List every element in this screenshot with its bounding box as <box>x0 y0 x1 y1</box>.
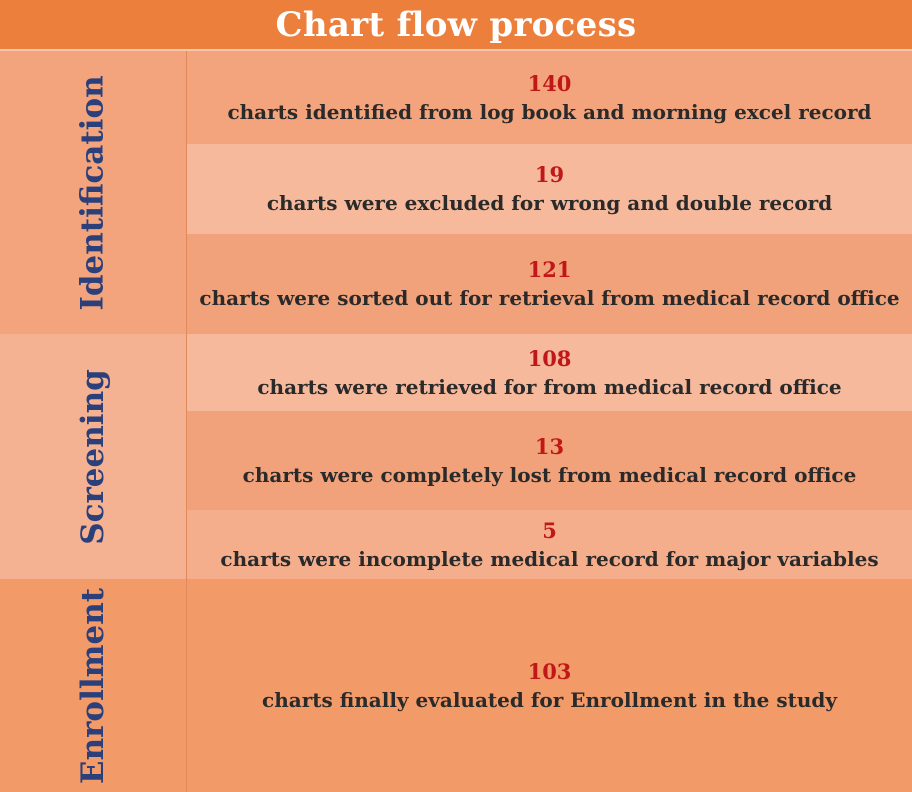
step-count: 108 <box>527 345 572 371</box>
step-description: charts were retrieved for from medical r… <box>257 374 842 399</box>
step-description: charts finally evaluated for Enrollment … <box>262 687 837 712</box>
step-description: charts were excluded for wrong and doubl… <box>266 191 833 215</box>
step-description: charts identified from log book and morn… <box>227 99 872 124</box>
stage-screening: Screening <box>0 334 187 579</box>
flow-step: 108 charts were retrieved for from medic… <box>187 334 912 411</box>
page-title: Chart flow process <box>0 0 912 51</box>
step-description: charts were sorted out for retrieval fro… <box>199 286 900 310</box>
step-count: 5 <box>542 517 557 543</box>
step-count: 13 <box>534 433 565 459</box>
step-description: charts were incomplete medical record fo… <box>220 546 879 571</box>
stage-enrollment: Enrollment <box>0 579 187 792</box>
step-description: charts were completely lost from medical… <box>242 462 857 487</box>
stage-label: Identification <box>75 74 112 311</box>
step-count: 121 <box>527 257 572 282</box>
step-count: 140 <box>527 70 572 96</box>
flow-step: 103 charts finally evaluated for Enrollm… <box>187 579 912 792</box>
flow-step: 121 charts were sorted out for retrieval… <box>187 234 912 334</box>
step-count: 19 <box>534 162 565 187</box>
flow-step: 5 charts were incomplete medical record … <box>187 510 912 579</box>
flow-step: 19 charts were excluded for wrong and do… <box>187 144 912 234</box>
step-count: 103 <box>527 658 572 684</box>
flow-step: 140 charts identified from log book and … <box>187 51 912 144</box>
stage-label: Enrollment <box>75 587 111 784</box>
flow-step: 13 charts were completely lost from medi… <box>187 411 912 510</box>
stage-identification: Identification <box>0 51 187 334</box>
stage-label: Screening <box>74 368 111 545</box>
